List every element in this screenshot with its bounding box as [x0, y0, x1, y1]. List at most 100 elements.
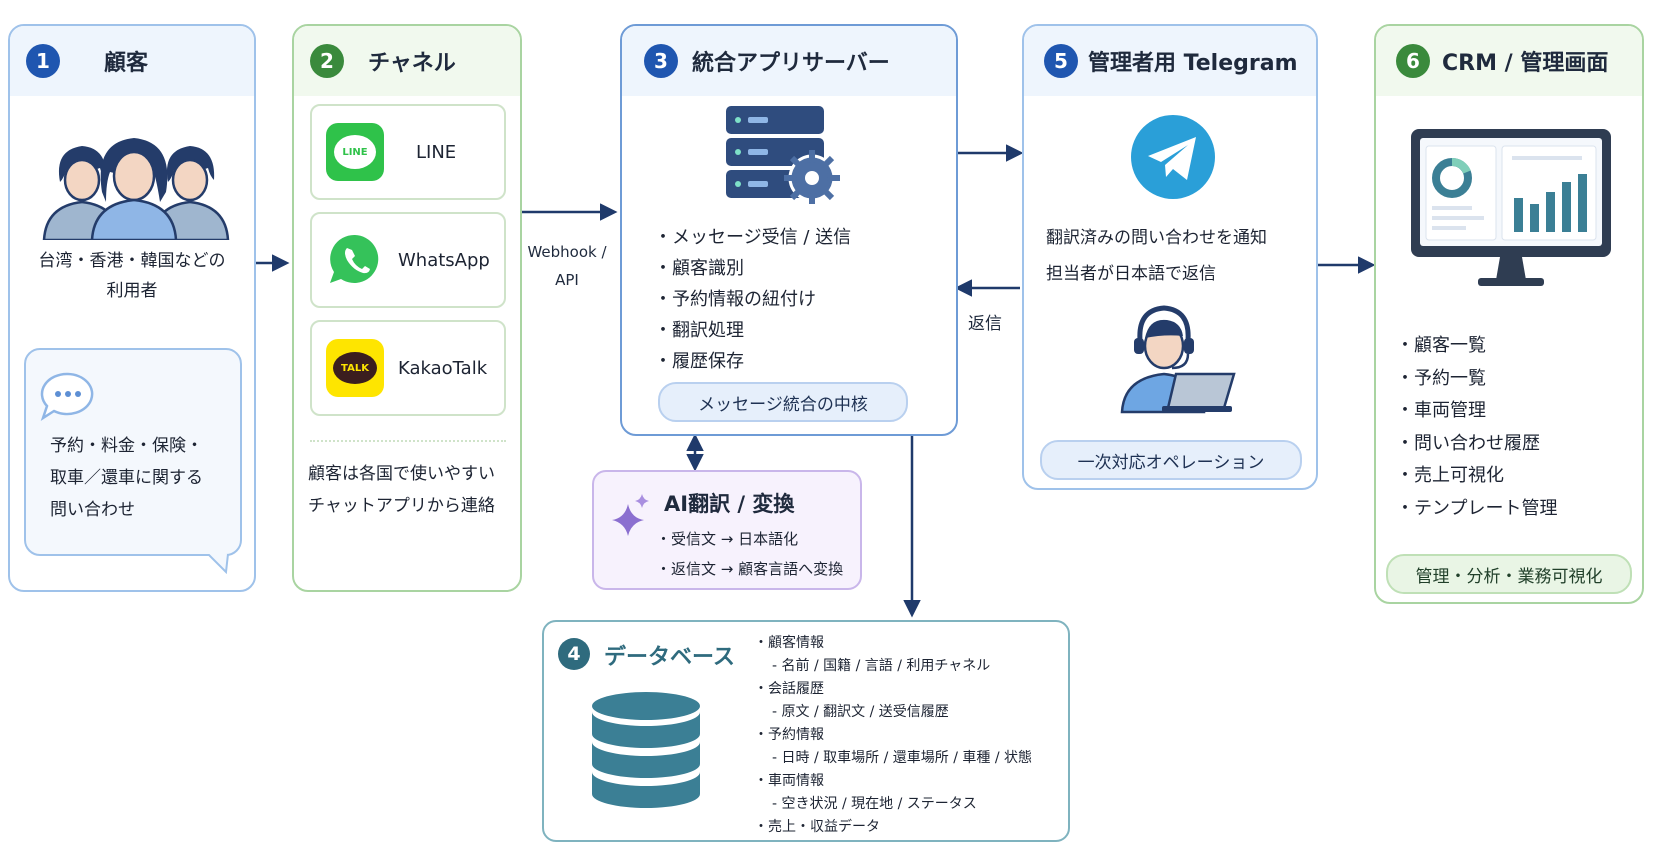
channel-note-line1: 顧客は各国で使いやすい	[308, 464, 495, 484]
ai-title: AI翻訳 / 変換	[664, 492, 795, 516]
db-group-label: 会話履歴	[768, 681, 824, 697]
inquiry-line: 取車／還車に関する	[50, 468, 203, 488]
reply-label: 返信	[968, 314, 1002, 334]
crm-feature-item: 車両管理	[1396, 395, 1557, 428]
monitor-icon	[1411, 129, 1611, 286]
step-number-4: 4	[558, 638, 590, 670]
server-icon	[726, 106, 840, 204]
server-function-item: 翻訳処理	[654, 315, 851, 346]
crm-title: CRM / 管理画面	[1442, 51, 1609, 76]
channel-header: 2 チャネル	[294, 26, 520, 96]
step-number-3: 3	[644, 44, 678, 78]
inquiry-bubble: 予約・料金・保険・ 取車／還車に関する 問い合わせ	[24, 348, 242, 556]
server-title: 統合アプリサーバー	[692, 51, 890, 76]
db-group-detail: - 名前 / 国籍 / 言語 / 利用チャネル	[772, 658, 991, 674]
telegram-desc-line1: 翻訳済みの問い合わせを通知	[1046, 228, 1267, 248]
crm-feature-item: 売上可視化	[1396, 460, 1557, 493]
line-icon: LINE	[326, 123, 384, 181]
crm-feature-item: 顧客一覧	[1396, 330, 1557, 363]
line-icon-text: LINE	[334, 135, 376, 169]
channel-divider	[310, 440, 506, 442]
channel-note-line2: チャットアプリから連絡	[308, 496, 495, 516]
telegram-desc-line2: 担当者が日本語で返信	[1046, 264, 1216, 284]
db-detail-label: 原文 / 翻訳文 / 送受信履歴	[781, 704, 949, 720]
sparkle-icon	[612, 494, 649, 536]
database-contents: ・顧客情報 - 名前 / 国籍 / 言語 / 利用チャネル ・会話履歴 - 原文…	[754, 632, 1032, 839]
db-group-name: ・売上・収益データ	[754, 819, 880, 835]
db-group-label: 予約情報	[768, 727, 824, 743]
channel-card-whatsapp[interactable]: WhatsApp	[310, 212, 506, 308]
db-group-name: ・会話履歴	[754, 681, 824, 697]
server-badge: メッセージ統合の中核	[658, 382, 908, 422]
customer-header: 1 顧客	[10, 26, 254, 96]
telegram-panel: 5 管理者用 Telegram 翻訳済みの問い合わせを通知 担当者が日本語で返信…	[1022, 24, 1318, 490]
db-detail-label: 名前 / 国籍 / 言語 / 利用チャネル	[781, 658, 991, 674]
server-panel: 3 統合アプリサーバー メッセージ受信 / 送信 顧客識別 予約情報の紐付け 翻…	[620, 24, 958, 436]
telegram-icon	[1131, 115, 1215, 199]
operator-icon	[1120, 305, 1236, 414]
ai-translation-box: AI翻訳 / 変換 ・受信文 → 日本語化 ・返信文 → 顧客言語へ変換	[592, 470, 862, 590]
channel-card-line[interactable]: LINE LINE	[310, 104, 506, 200]
ai-line: ・受信文 → 日本語化	[656, 530, 799, 548]
customers-icon	[42, 138, 230, 240]
db-group-detail: - 原文 / 翻訳文 / 送受信履歴	[772, 704, 949, 720]
kakaotalk-icon-text: TALK	[333, 352, 377, 384]
crm-feature-item: テンプレート管理	[1396, 493, 1557, 526]
server-functions: メッセージ受信 / 送信 顧客識別 予約情報の紐付け 翻訳処理 履歴保存	[654, 222, 851, 377]
db-group-name: ・顧客情報	[754, 635, 824, 651]
step-number-6: 6	[1396, 44, 1430, 78]
server-header: 3 統合アプリサーバー	[622, 26, 956, 96]
server-function-item: 顧客識別	[654, 253, 851, 284]
telegram-badge: 一次対応オペレーション	[1040, 440, 1302, 480]
database-panel: 4 データベース ・顧客情報 - 名前 / 国籍 / 言語 / 利用チャネル ・…	[542, 620, 1070, 842]
telegram-header: 5 管理者用 Telegram	[1024, 26, 1316, 96]
whatsapp-icon	[330, 234, 379, 283]
ai-line: ・返信文 → 顧客言語へ変換	[656, 560, 844, 578]
step-number-2: 2	[310, 44, 344, 78]
db-group-name: ・予約情報	[754, 727, 824, 743]
chat-icon	[40, 372, 94, 421]
crm-badge: 管理・分析・業務可視化	[1386, 554, 1632, 594]
db-group-label: 車両情報	[768, 773, 824, 789]
step-number-5: 5	[1044, 44, 1078, 78]
crm-header: 6 CRM / 管理画面	[1376, 26, 1642, 96]
kakaotalk-icon: TALK	[326, 339, 384, 397]
crm-feature-item: 予約一覧	[1396, 363, 1557, 396]
db-detail-label: 日時 / 取車場所 / 還車場所 / 車種 / 状態	[781, 750, 1032, 766]
crm-features: 顧客一覧 予約一覧 車両管理 問い合わせ履歴 売上可視化 テンプレート管理	[1396, 330, 1557, 525]
inquiry-line: 予約・料金・保険・	[50, 436, 203, 456]
channel-title: チャネル	[368, 51, 456, 76]
crm-feature-item: 問い合わせ履歴	[1396, 428, 1557, 461]
line-label: LINE	[416, 142, 457, 163]
db-detail-label: 空き状況 / 現在地 / ステータス	[781, 796, 977, 812]
telegram-title: 管理者用 Telegram	[1088, 51, 1298, 76]
db-group-name: ・車両情報	[754, 773, 824, 789]
kakaotalk-label: KakaoTalk	[398, 358, 488, 379]
channel-note: 顧客は各国で使いやすい チャットアプリから連絡	[308, 458, 495, 522]
customer-panel: 1 顧客 台湾・香港・韓国などの 利用者 予約・料金・保険・ 取車／還車	[8, 24, 256, 592]
customer-desc: 台湾・香港・韓国などの 利用者	[10, 246, 254, 306]
db-group-detail: - 日時 / 取車場所 / 還車場所 / 車種 / 状態	[772, 750, 1032, 766]
crm-panel: 6 CRM / 管理画面 顧客一覧 予約一覧 車両管理 問い合わせ履歴 売上可視…	[1374, 24, 1644, 604]
channel-card-kakaotalk[interactable]: TALK KakaoTalk	[310, 320, 506, 416]
customer-title: 顧客	[104, 51, 149, 76]
step-number-1: 1	[26, 44, 60, 78]
inquiry-text: 予約・料金・保険・ 取車／還車に関する 問い合わせ	[50, 430, 203, 526]
server-function-item: 履歴保存	[654, 346, 851, 377]
inquiry-line: 問い合わせ	[50, 500, 135, 520]
db-group-label: 売上・収益データ	[768, 819, 880, 835]
bubble-tail	[207, 554, 229, 574]
channel-panel: 2 チャネル LINE LINE WhatsApp TALK KakaoTalk…	[292, 24, 522, 592]
db-group-label: 顧客情報	[768, 635, 824, 651]
server-function-item: メッセージ受信 / 送信	[654, 222, 851, 253]
customer-desc-line1: 台湾・香港・韓国などの	[38, 251, 226, 271]
database-icon	[592, 692, 700, 808]
telegram-desc: 翻訳済みの問い合わせを通知 担当者が日本語で返信	[1046, 220, 1267, 292]
webhook-label: Webhook / API	[525, 238, 609, 294]
server-function-item: 予約情報の紐付け	[654, 284, 851, 315]
webhook-label-line1: Webhook /	[527, 243, 607, 261]
customer-desc-line2: 利用者	[106, 281, 158, 301]
ai-lines: ・受信文 → 日本語化 ・返信文 → 顧客言語へ変換	[656, 524, 843, 584]
db-group-detail: - 空き状況 / 現在地 / ステータス	[772, 796, 977, 812]
database-title: データベース	[604, 645, 735, 670]
